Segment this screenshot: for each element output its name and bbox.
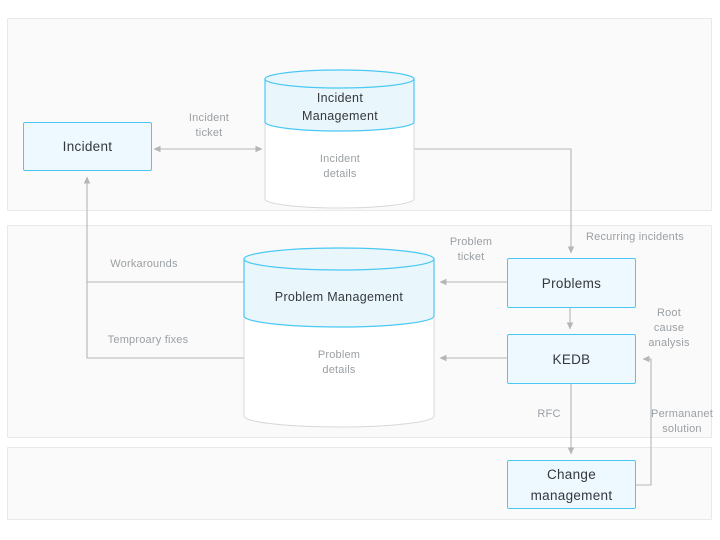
edge-recurring-incidents xyxy=(414,148,575,254)
permanent-solution-label: Permananet solution xyxy=(651,408,713,435)
root-cause-analysis-label: Root cause analysis xyxy=(648,307,690,349)
incident-db-title: Incident Management xyxy=(302,91,378,123)
incident-ticket-label: Incident ticket xyxy=(188,112,230,139)
incident-management-db-cylinder[interactable] xyxy=(264,69,415,209)
incident-db-band xyxy=(264,78,415,132)
incident-db-top-ellipse xyxy=(264,69,415,89)
problems-node[interactable]: Problems xyxy=(507,258,636,308)
problem-db-subtitle: Problem details xyxy=(317,349,361,376)
problems-node-label: Problems xyxy=(541,275,602,291)
incident-node-label: Incident xyxy=(62,139,113,154)
temporary-fixes-label: Temproary fixes xyxy=(107,334,189,346)
problem-ticket-label: Problem ticket xyxy=(449,236,493,263)
kedb-node[interactable]: KEDB xyxy=(507,334,636,384)
rfc-label: RFC xyxy=(537,408,561,420)
problem-management-db-cylinder[interactable] xyxy=(243,247,435,428)
change-management-node[interactable]: Change management xyxy=(507,460,636,509)
edge-permanent-solution xyxy=(636,355,652,486)
incident-node[interactable]: Incident xyxy=(23,122,152,171)
problem-db-title: Problem Management xyxy=(274,290,404,304)
problem-db-top-ellipse xyxy=(243,247,435,271)
change-management-node-label: Change management xyxy=(530,466,613,503)
edge-temporary-fixes-to-incident xyxy=(83,176,244,359)
problem-db-band xyxy=(243,258,435,328)
workarounds-label: Workarounds xyxy=(110,258,178,270)
recurring-incidents-label: Recurring incidents xyxy=(586,231,684,243)
incident-db-subtitle: Incident details xyxy=(319,153,361,180)
kedb-node-label: KEDB xyxy=(552,351,591,367)
